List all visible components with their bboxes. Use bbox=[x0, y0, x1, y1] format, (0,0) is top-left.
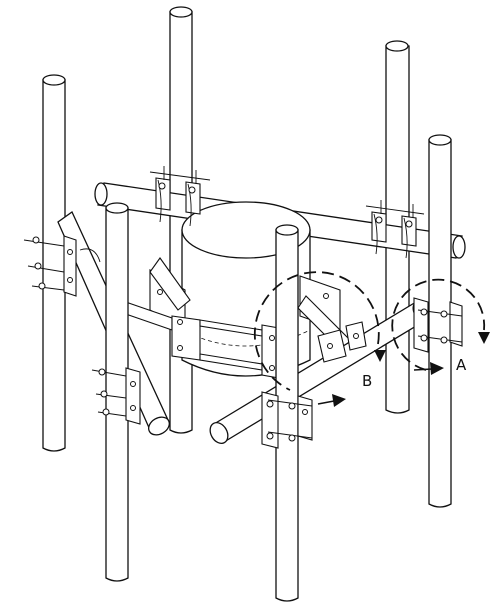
clamp-upper-right bbox=[365, 200, 425, 259]
clamp-upper-left bbox=[149, 166, 211, 227]
clamp-front-center bbox=[261, 391, 313, 449]
clamp-front-left bbox=[91, 367, 141, 425]
pole-left-far bbox=[42, 74, 66, 452]
pole-front-right bbox=[428, 134, 452, 508]
clamp-left-far bbox=[23, 235, 77, 297]
arrow-a-direction bbox=[413, 362, 444, 375]
pole-front-center bbox=[275, 224, 299, 602]
arrowhead-b-down bbox=[374, 350, 386, 362]
callout-label-a: A bbox=[456, 356, 467, 374]
callout-label-b: B bbox=[362, 372, 372, 390]
rotation-indicator-b bbox=[253, 271, 386, 391]
clamp-front-right bbox=[413, 297, 463, 353]
clamp-lower-right-pipe bbox=[317, 321, 367, 363]
arrowhead-a-down bbox=[478, 332, 490, 344]
arrow-b-direction bbox=[317, 394, 346, 407]
rotation-indicator-a bbox=[391, 278, 490, 371]
pole-front-left bbox=[105, 202, 129, 582]
